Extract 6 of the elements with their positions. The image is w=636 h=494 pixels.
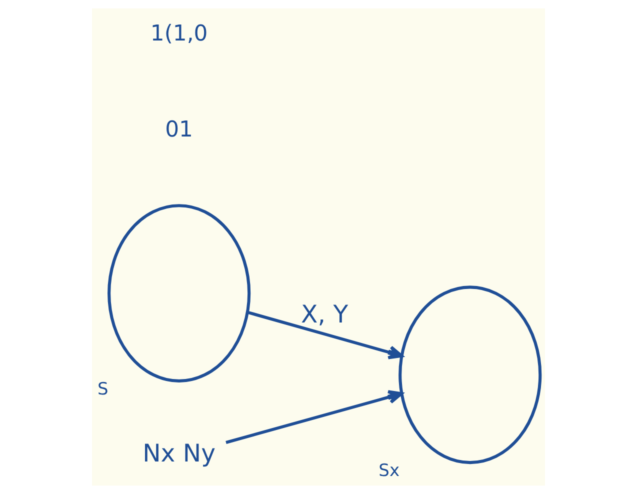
node-text: Nx Ny: [142, 438, 216, 468]
node-label: Sx: [378, 461, 400, 482]
node-label: S: [97, 380, 108, 400]
label: 01: [164, 118, 193, 143]
edge-label: X, Y: [300, 300, 348, 328]
label: 1(1,0: [150, 21, 208, 46]
